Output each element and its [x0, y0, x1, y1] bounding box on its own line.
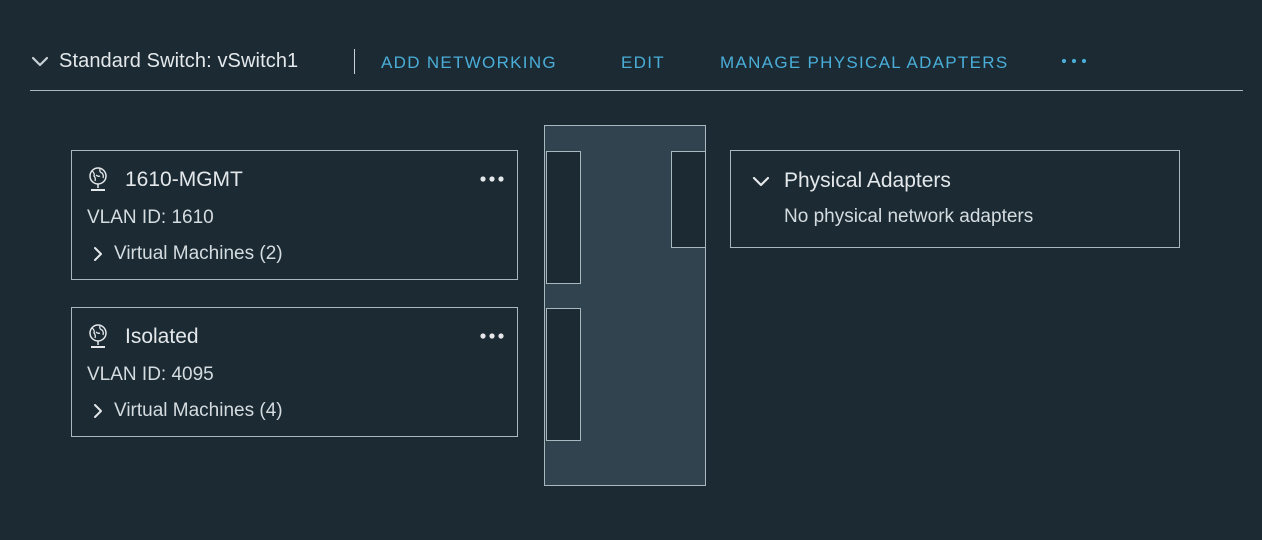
vlan-id: VLAN ID: 4095: [87, 364, 214, 385]
chevron-down-icon[interactable]: [751, 172, 771, 192]
uplink-port[interactable]: [671, 151, 706, 248]
switch-header: Standard Switch: vSwitch1 ADD NETWORKING…: [30, 40, 1243, 91]
physical-adapters-title: Physical Adapters: [784, 169, 951, 192]
vlan-id: VLAN ID: 1610: [87, 207, 214, 228]
chevron-down-icon[interactable]: [30, 51, 50, 71]
virtual-switch-body: [544, 125, 706, 486]
more-actions-icon[interactable]: [1060, 54, 1088, 68]
port-group-card[interactable]: 1610-MGMT VLAN ID: 1610 Virtual Machines…: [71, 150, 518, 280]
port-group-name: Isolated: [125, 325, 199, 348]
port-group-port[interactable]: [546, 151, 581, 284]
port-group-card[interactable]: Isolated VLAN ID: 4095 Virtual Machines …: [71, 307, 518, 437]
physical-adapters-card: Physical Adapters No physical network ad…: [730, 150, 1180, 248]
more-options-icon[interactable]: [478, 329, 506, 343]
port-group-port[interactable]: [546, 308, 581, 441]
edit-button[interactable]: EDIT: [621, 53, 665, 72]
physical-adapters-empty-message: No physical network adapters: [784, 206, 1034, 227]
network-globe-icon: [87, 324, 109, 350]
header-divider: [354, 49, 355, 74]
chevron-right-icon: [91, 402, 105, 420]
more-options-icon[interactable]: [478, 172, 506, 186]
network-globe-icon: [87, 167, 109, 193]
chevron-right-icon: [91, 245, 105, 263]
switch-title: Standard Switch: vSwitch1: [59, 50, 299, 72]
manage-physical-adapters-button[interactable]: MANAGE PHYSICAL ADAPTERS: [720, 53, 1009, 72]
virtual-machines-label: Virtual Machines (2): [114, 243, 283, 264]
add-networking-button[interactable]: ADD NETWORKING: [381, 53, 557, 72]
virtual-machines-label: Virtual Machines (4): [114, 400, 283, 421]
port-group-name: 1610-MGMT: [125, 168, 243, 191]
